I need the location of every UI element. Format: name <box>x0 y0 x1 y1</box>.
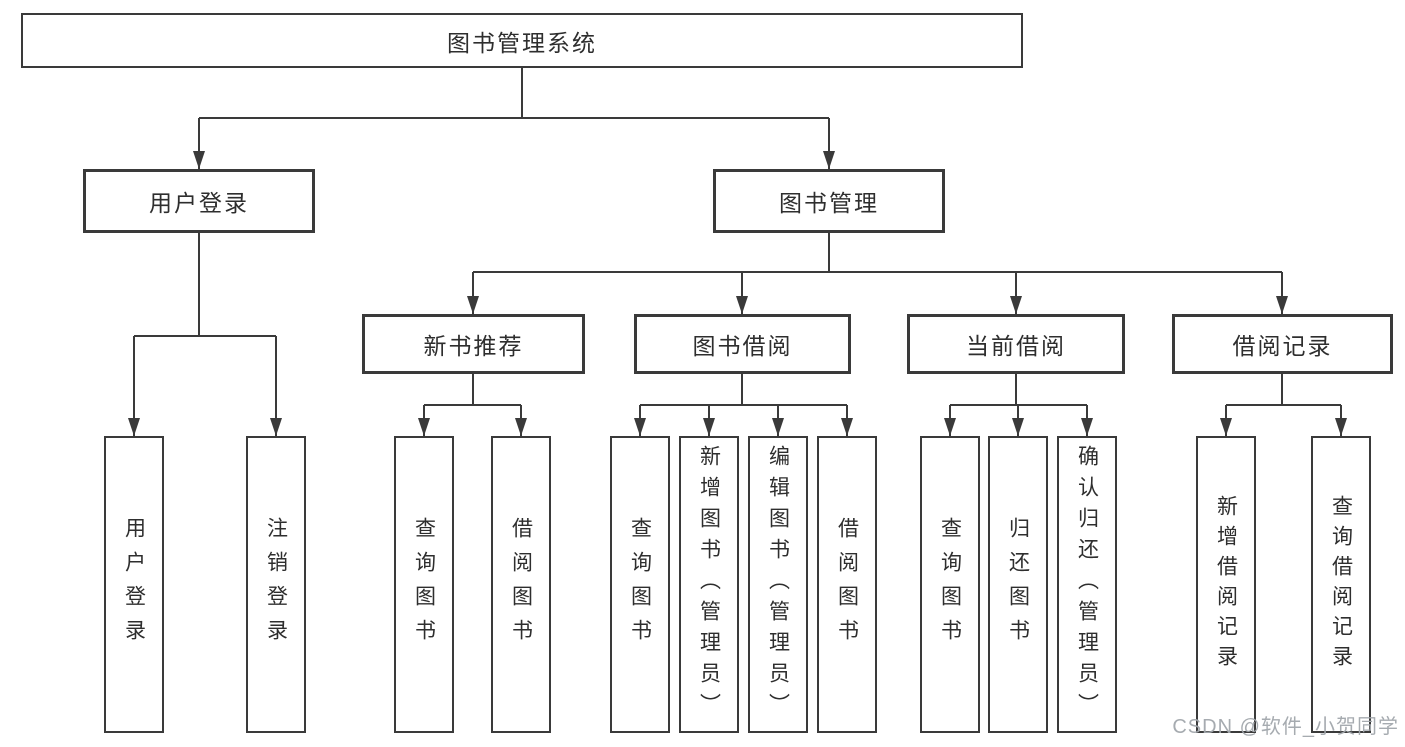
leaf-user-login-label: 用户登录 <box>122 516 146 653</box>
leaf-cb-confirm-return-label: 确认归还（管理员） <box>1075 445 1099 724</box>
leaf-bb-borrow-books-label: 借阅图书 <box>835 516 859 653</box>
node-borrow-records: 借阅记录 <box>1172 314 1393 374</box>
node-root: 图书管理系统 <box>21 13 1023 68</box>
leaf-bb-edit-books-label: 编辑图书（管理员） <box>766 445 790 724</box>
leaf-nbr-borrow-books-label: 借阅图书 <box>509 516 533 653</box>
leaf-bb-query-books: 查询图书 <box>610 436 670 733</box>
leaf-logout-label: 注销登录 <box>264 516 288 653</box>
leaf-nbr-query-books: 查询图书 <box>394 436 454 733</box>
leaf-bb-borrow-books: 借阅图书 <box>817 436 877 733</box>
leaf-br-add-record-label: 新增借阅记录 <box>1214 494 1238 675</box>
leaf-cb-confirm-return: 确认归还（管理员） <box>1057 436 1117 733</box>
node-user-login: 用户登录 <box>83 169 315 233</box>
csdn-watermark: CSDN @软件_小贺同学 <box>1172 716 1399 738</box>
leaf-br-query-record: 查询借阅记录 <box>1311 436 1371 733</box>
leaf-cb-query-books-label: 查询图书 <box>938 516 962 653</box>
leaf-cb-return-books: 归还图书 <box>988 436 1048 733</box>
node-book-management: 图书管理 <box>713 169 945 233</box>
leaf-logout: 注销登录 <box>246 436 306 733</box>
leaf-cb-return-books-label: 归还图书 <box>1006 516 1030 653</box>
node-new-book-recommend: 新书推荐 <box>362 314 585 374</box>
leaf-bb-query-books-label: 查询图书 <box>628 516 652 653</box>
leaf-cb-query-books: 查询图书 <box>920 436 980 733</box>
node-current-borrow: 当前借阅 <box>907 314 1125 374</box>
leaf-nbr-query-books-label: 查询图书 <box>412 516 436 653</box>
leaf-br-query-record-label: 查询借阅记录 <box>1329 494 1353 675</box>
leaf-user-login: 用户登录 <box>104 436 164 733</box>
leaf-nbr-borrow-books: 借阅图书 <box>491 436 551 733</box>
leaf-bb-edit-books: 编辑图书（管理员） <box>748 436 808 733</box>
leaf-bb-add-books: 新增图书（管理员） <box>679 436 739 733</box>
leaf-bb-add-books-label: 新增图书（管理员） <box>697 445 721 724</box>
node-book-borrow: 图书借阅 <box>634 314 851 374</box>
leaf-br-add-record: 新增借阅记录 <box>1196 436 1256 733</box>
